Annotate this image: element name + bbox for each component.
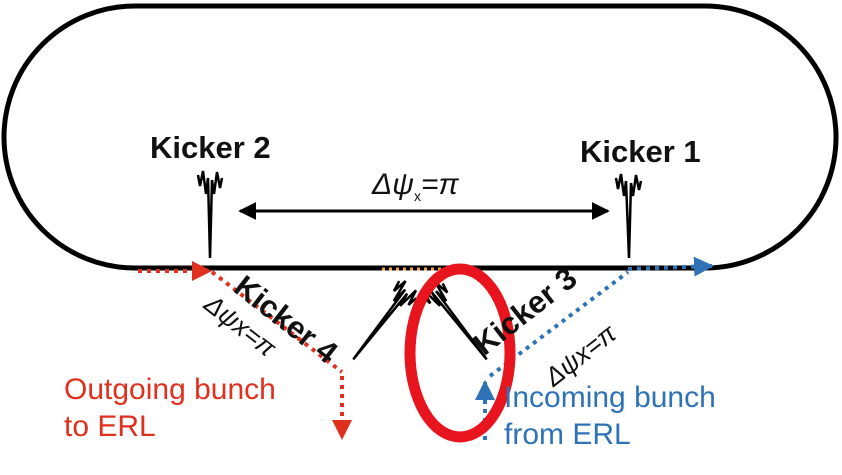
outgoing-line2: to ERL	[64, 409, 156, 443]
outgoing-bunch-caption: Outgoing bunch to ERL	[64, 372, 276, 445]
outgoing-path-diagonal	[210, 270, 344, 374]
phase-center-subscript: x	[413, 188, 421, 204]
phase-center-value: =π	[420, 168, 459, 201]
phase-center-symbol: Δψ	[372, 168, 414, 201]
kicker1-pulse-icon	[614, 173, 643, 259]
storage-ring	[1, 3, 839, 271]
incoming-bunch-caption: Incoming bunch from ERL	[504, 380, 716, 453]
kicker2-pulse-icon	[196, 170, 224, 259]
highlight-circle	[404, 263, 516, 443]
kicker2-label: Kicker 2	[150, 130, 271, 165]
phase-advance-center-label: Δψx=π	[372, 168, 459, 204]
kicker1-label: Kicker 1	[580, 134, 701, 169]
kicker4-pulse-icon	[352, 280, 418, 361]
incoming-line1: Incoming bunch	[504, 381, 716, 414]
outgoing-line1: Outgoing bunch	[64, 373, 276, 406]
incoming-line2: from ERL	[504, 417, 631, 451]
